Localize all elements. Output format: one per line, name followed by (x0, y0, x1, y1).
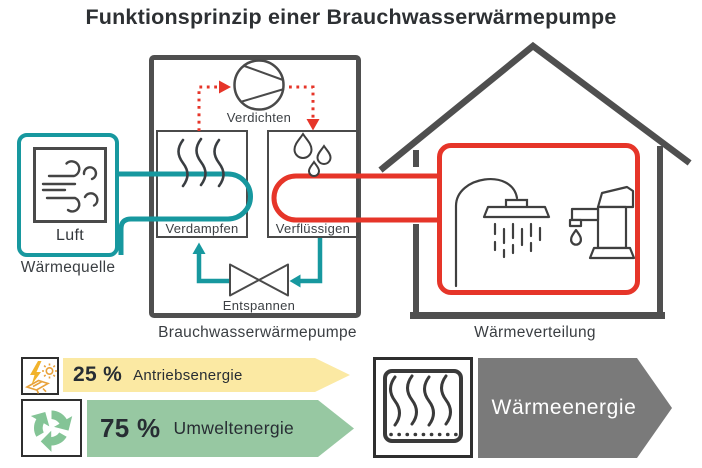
wind-icon (41, 160, 99, 213)
compressor-icon (233, 59, 285, 111)
page-title: Funktionsprinzip einer Brauchwasserwärme… (85, 5, 617, 29)
heat-source-caption: Wärmequelle (20, 259, 116, 276)
evaporate-step-label: Verdampfen (165, 221, 239, 236)
expansion-valve-icon (229, 263, 289, 297)
refrigerant-flow-arrows (197, 80, 320, 131)
droplets-icon (293, 132, 332, 177)
faucet-icon (568, 185, 636, 260)
heat-energy-arrow (478, 358, 672, 458)
drive-energy-percent: 25 % (73, 363, 123, 386)
drive-energy-name: Antriebsenergie (133, 366, 243, 384)
radiator-icon-frame (373, 357, 473, 458)
radiator-icon (389, 374, 458, 437)
environment-energy-percent: 75 % (100, 413, 161, 443)
condense-step-label: Verflüssigen (275, 221, 351, 236)
expand-step-label: Entspannen (222, 298, 296, 313)
environment-energy-arrow (87, 400, 354, 457)
heat-source-label: Luft (56, 227, 84, 244)
drive-energy-arrow (63, 358, 350, 392)
solar-power-icon (25, 361, 57, 394)
heat-waves-icon (177, 137, 225, 188)
drive-energy-flow-label: 25 % Antriebsenergie (73, 358, 243, 392)
environment-energy-name: Umweltenergie (173, 418, 295, 438)
cycle-arrows (192, 238, 323, 288)
air-icon-frame (33, 147, 107, 223)
cold-pipe (115, 171, 253, 255)
recycle-icon-frame (21, 399, 82, 457)
hot-pipe (271, 173, 442, 223)
condenser-box (267, 130, 359, 238)
environment-energy-flow-label: 75 % Umweltenergie (100, 400, 294, 457)
recycle-icon (30, 410, 73, 452)
heat-pump-caption: Brauchwasserwärmepumpe (158, 324, 357, 341)
heat-energy-label: Wärmeenergie (491, 396, 637, 419)
solar-power-icon-frame (21, 357, 59, 395)
compress-step-label: Verdichten (226, 110, 292, 125)
house-outline-icon (378, 41, 692, 319)
radiator-icon-inner-frame (383, 369, 463, 443)
heat-source-box (17, 133, 119, 257)
shower-icon (454, 178, 551, 288)
heat-distribution-caption: Wärmeverteilung (474, 324, 596, 341)
